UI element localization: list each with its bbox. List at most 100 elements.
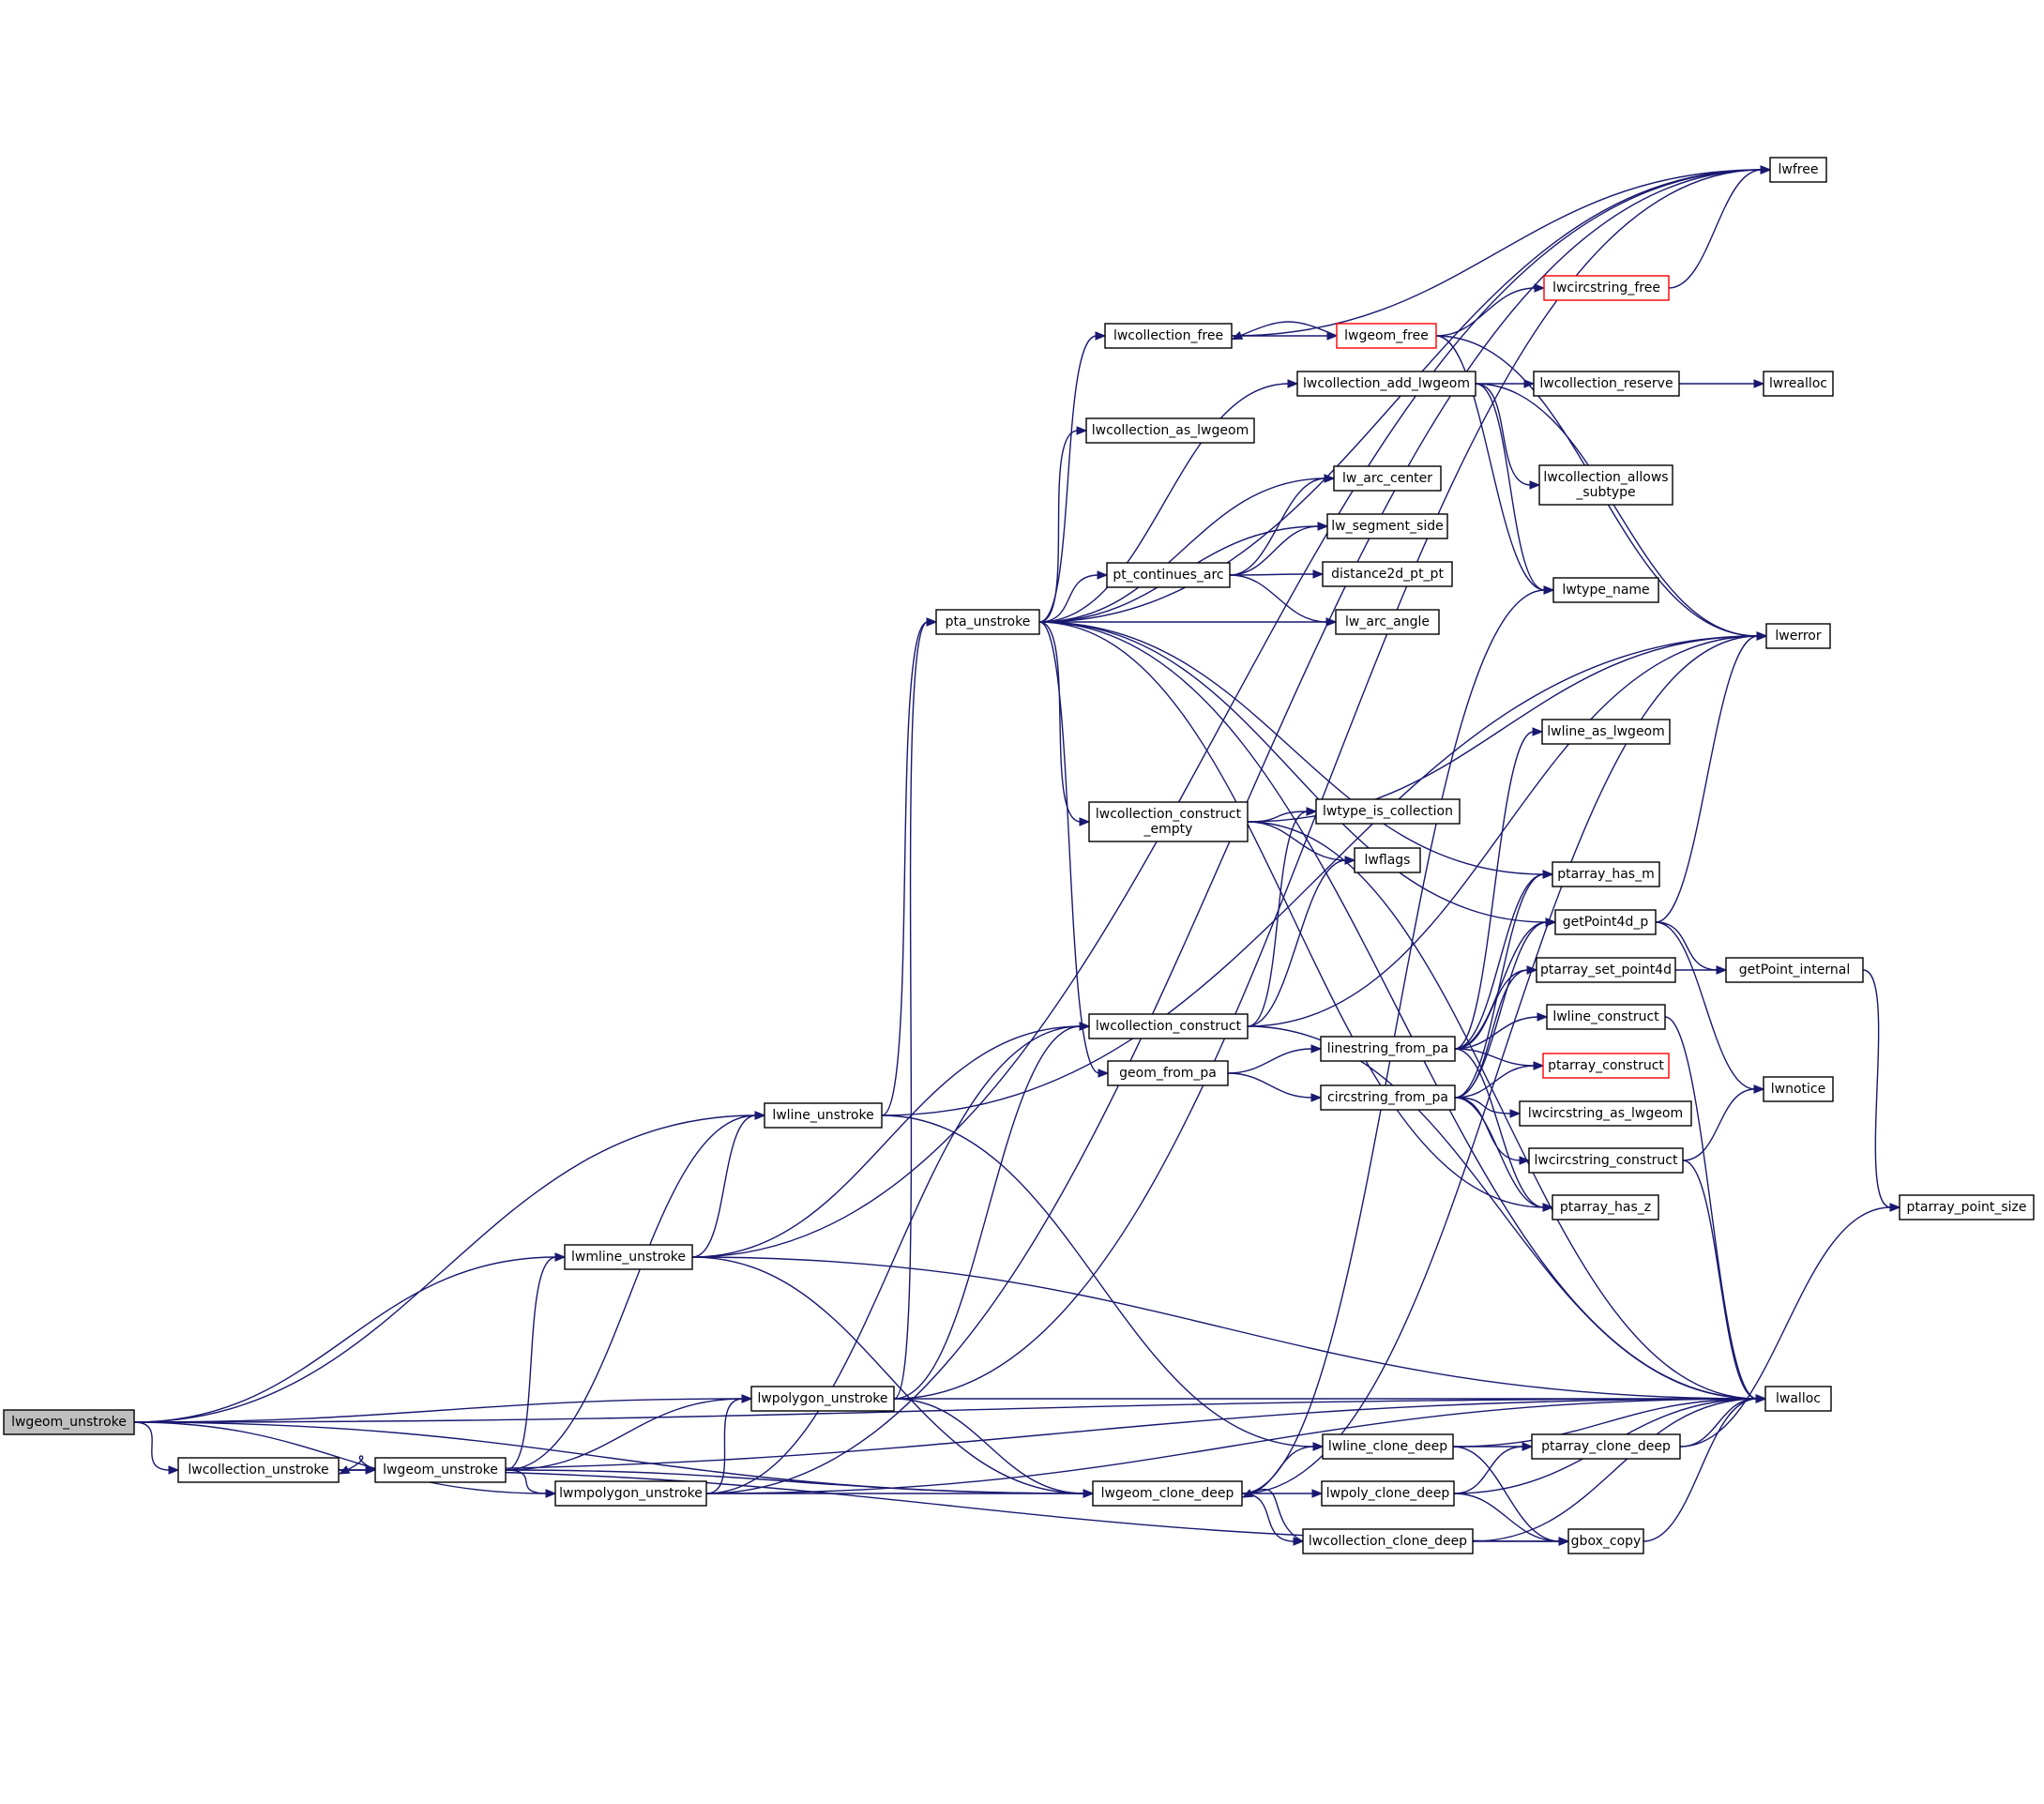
node-box[interactable] <box>3 1409 135 1435</box>
node-lw-arc-angle[interactable]: lw_arc_angle <box>1335 609 1440 635</box>
node-box[interactable] <box>1088 1013 1249 1039</box>
node-ptarray-point-size[interactable]: ptarray_point_size <box>1899 1194 2035 1220</box>
node-box[interactable] <box>1552 861 1660 887</box>
node-lwcollection-construct[interactable]: lwcollection_construct <box>1088 1013 1249 1039</box>
node-box[interactable] <box>1765 623 1831 649</box>
node-linestring-from-pa[interactable]: linestring_from_pa <box>1320 1036 1456 1062</box>
node-box[interactable] <box>1104 323 1233 349</box>
node-lwgeom-unstroke[interactable]: lwgeom_unstroke <box>3 1409 135 1435</box>
node-lwtype-is-collection[interactable]: lwtype_is_collection <box>1315 798 1461 825</box>
node-box[interactable] <box>1302 1528 1474 1554</box>
node-ptarray-has-m[interactable]: ptarray_has_m <box>1552 861 1660 887</box>
node-box[interactable] <box>1533 371 1680 397</box>
node-lwtype-name[interactable]: lwtype_name <box>1552 577 1659 603</box>
node-lwcollection-free[interactable]: lwcollection_free <box>1104 323 1233 349</box>
node-box[interactable] <box>1320 1036 1456 1062</box>
node-box[interactable] <box>554 1480 707 1507</box>
node-lwcircstring-construct[interactable]: lwcircstring_construct <box>1528 1147 1684 1174</box>
node-pta-unstroke[interactable]: pta_unstroke <box>935 609 1040 635</box>
node-box[interactable] <box>1354 847 1421 873</box>
node-box[interactable] <box>750 1386 895 1412</box>
node-box[interactable] <box>1333 465 1442 492</box>
node-lwgeom-free[interactable]: lwgeom_free <box>1336 323 1437 349</box>
node-box[interactable] <box>764 1102 883 1129</box>
node-box[interactable] <box>1519 1100 1692 1127</box>
node-box[interactable] <box>935 609 1040 635</box>
node-getPoint4d-p[interactable]: getPoint4d_p <box>1554 909 1657 935</box>
node-box[interactable] <box>1315 798 1461 825</box>
node-box[interactable] <box>1320 1084 1456 1111</box>
node-box[interactable] <box>1322 1433 1454 1460</box>
node-box[interactable] <box>1763 371 1834 397</box>
node-lwcollection-allows-subtype[interactable]: lwcollection_allows_subtype <box>1538 464 1673 506</box>
node-lwpolygon-unstroke[interactable]: lwpolygon_unstroke <box>750 1386 895 1412</box>
node-lwline-construct[interactable]: lwline_construct <box>1546 1004 1666 1030</box>
node-ptarray-has-z[interactable]: ptarray_has_z <box>1552 1194 1659 1220</box>
node-box[interactable] <box>1552 1194 1659 1220</box>
node-lwline-clone-deep[interactable]: lwline_clone_deep <box>1322 1433 1454 1460</box>
node-ptarray-clone-deep[interactable]: ptarray_clone_deep <box>1531 1433 1681 1460</box>
node-box[interactable] <box>177 1457 340 1483</box>
node-box[interactable] <box>1543 275 1670 301</box>
node-lw-arc-center[interactable]: lw_arc_center <box>1333 465 1442 492</box>
node-box[interactable] <box>1528 1147 1684 1174</box>
node-ptarray-set-point4d[interactable]: ptarray_set_point4d <box>1536 957 1676 983</box>
node-lwcollection-reserve[interactable]: lwcollection_reserve <box>1533 371 1680 397</box>
node-lwerror[interactable]: lwerror <box>1765 623 1831 649</box>
node-box[interactable] <box>1541 719 1671 745</box>
node-box[interactable] <box>1769 157 1827 183</box>
node-box[interactable] <box>1085 417 1255 444</box>
node-lwcollection-unstroke[interactable]: lwcollection_unstroke <box>177 1457 340 1483</box>
node-box[interactable] <box>1567 1528 1644 1554</box>
node-circstring-from-pa[interactable]: circstring_from_pa <box>1320 1084 1456 1111</box>
node-box[interactable] <box>1326 513 1448 539</box>
node-gbox-copy[interactable]: gbox_copy <box>1567 1528 1644 1554</box>
node-box[interactable] <box>1088 801 1249 842</box>
node-lwflags[interactable]: lwflags <box>1354 847 1421 873</box>
node-lwnotice[interactable]: lwnotice <box>1763 1076 1834 1102</box>
node-box[interactable] <box>1322 561 1453 587</box>
node-lwcircstring-free[interactable]: lwcircstring_free <box>1543 275 1670 301</box>
node-box[interactable] <box>1552 577 1659 603</box>
node-lwalloc[interactable]: lwalloc <box>1764 1386 1832 1412</box>
node-lwcircstring-as-lwgeom[interactable]: lwcircstring_as_lwgeom <box>1519 1100 1692 1127</box>
node-box[interactable] <box>1336 323 1437 349</box>
node-box[interactable] <box>1554 909 1657 935</box>
node-box[interactable] <box>1725 957 1864 983</box>
node-geom-from-pa[interactable]: geom_from_pa <box>1107 1060 1229 1086</box>
node-lwline-as-lwgeom[interactable]: lwline_as_lwgeom <box>1541 719 1671 745</box>
node-box[interactable] <box>1538 464 1673 506</box>
node-getPoint-internal[interactable]: getPoint_internal <box>1725 957 1864 983</box>
node-box[interactable] <box>1536 957 1676 983</box>
node-lwcollection-add-lwgeom[interactable]: lwcollection_add_lwgeom <box>1296 371 1476 397</box>
node-box[interactable] <box>1531 1433 1681 1460</box>
node-lwfree[interactable]: lwfree <box>1769 157 1827 183</box>
node-pt-continues-arc[interactable]: pt_continues_arc <box>1106 562 1231 588</box>
node-lwmline-unstroke[interactable]: lwmline_unstroke <box>564 1244 693 1270</box>
node-lwpoly-clone-deep[interactable]: lwpoly_clone_deep <box>1321 1480 1455 1507</box>
node-box[interactable] <box>374 1457 507 1483</box>
node-distance2d-pt-pt[interactable]: distance2d_pt_pt <box>1322 561 1453 587</box>
node-box[interactable] <box>1764 1386 1832 1412</box>
node-lw-segment-side[interactable]: lw_segment_side <box>1326 513 1448 539</box>
node-box[interactable] <box>1335 609 1440 635</box>
node-lwrealloc[interactable]: lwrealloc <box>1763 371 1834 397</box>
node-lwline-unstroke[interactable]: lwline_unstroke <box>764 1102 883 1129</box>
node-box[interactable] <box>1321 1480 1455 1507</box>
node-lwcollection-construct-empty[interactable]: lwcollection_construct_empty <box>1088 801 1249 842</box>
node-box[interactable] <box>1106 562 1231 588</box>
node-lwcollection-clone-deep[interactable]: lwcollection_clone_deep <box>1302 1528 1474 1554</box>
node-box[interactable] <box>1899 1194 2035 1220</box>
node-box[interactable] <box>1092 1480 1243 1507</box>
node-lwcollection-as-lwgeom[interactable]: lwcollection_as_lwgeom <box>1085 417 1255 444</box>
node-lwgeom-clone-deep[interactable]: lwgeom_clone_deep <box>1092 1480 1243 1507</box>
node-box[interactable] <box>1107 1060 1229 1086</box>
node-lwgeom-unstroke2[interactable]: lwgeom_unstroke <box>374 1457 507 1483</box>
node-box[interactable] <box>1546 1004 1666 1030</box>
node-box[interactable] <box>1542 1053 1670 1079</box>
node-box[interactable] <box>1296 371 1476 397</box>
node-box[interactable] <box>1763 1076 1834 1102</box>
node-lwmpolygon-unstroke[interactable]: lwmpolygon_unstroke <box>554 1480 707 1507</box>
node-box[interactable] <box>564 1244 693 1270</box>
node-ptarray-construct[interactable]: ptarray_construct <box>1542 1053 1670 1079</box>
